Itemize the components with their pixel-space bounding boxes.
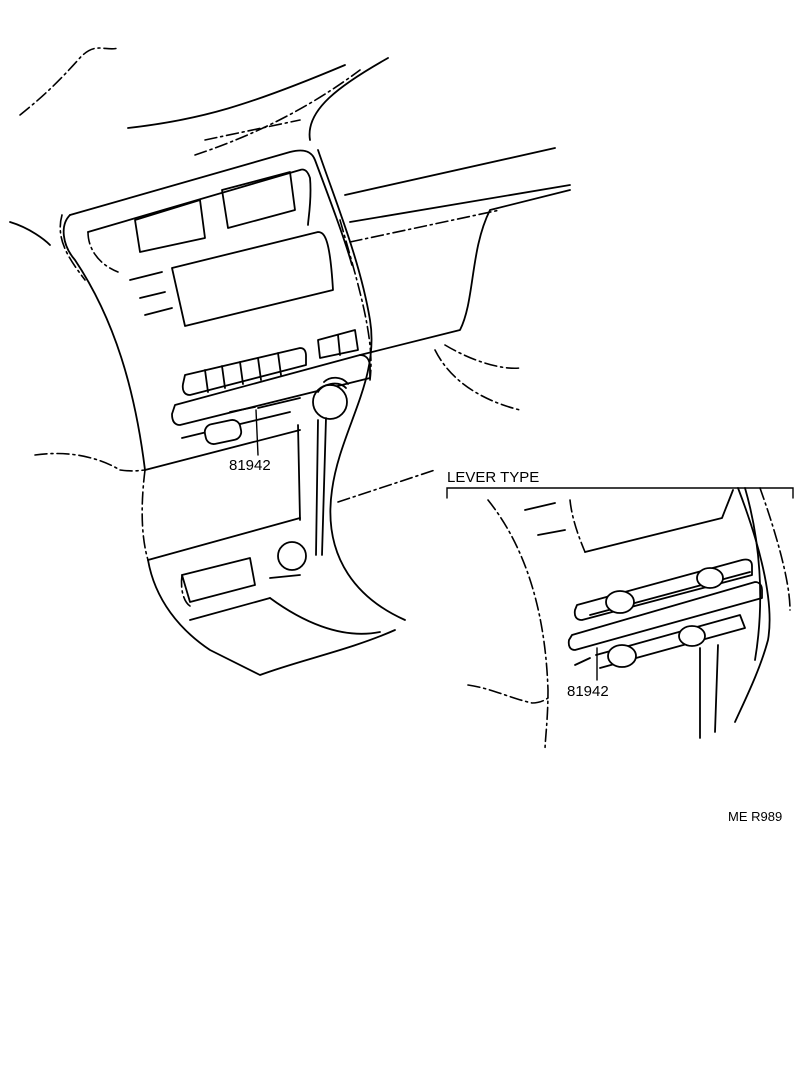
main-part-number-label: 81942 (229, 457, 271, 474)
lever-type-inset: LEVER TYPE 81942 (446, 469, 794, 751)
diagram-code-label: ME R989 (728, 809, 782, 824)
inset-part-number-label: 81942 (567, 683, 609, 700)
inset-bracket (446, 487, 794, 499)
inset-title: LEVER TYPE (447, 469, 539, 486)
main-dashboard-view: 81942 (9, 47, 571, 676)
